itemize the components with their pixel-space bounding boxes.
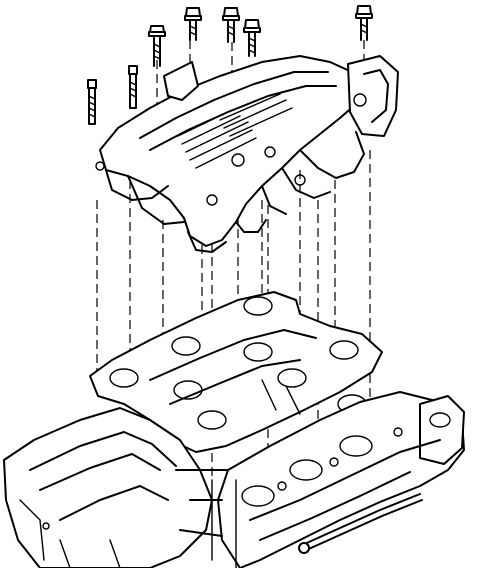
bolt	[87, 79, 97, 125]
bolt	[222, 7, 240, 43]
bolt	[148, 25, 166, 67]
bolt	[355, 5, 373, 41]
lower-intake-gasket	[89, 291, 383, 453]
bolt	[243, 19, 261, 57]
bolt	[184, 7, 202, 41]
cylinder-heads-and-block	[3, 391, 465, 568]
bolt	[128, 65, 138, 109]
upper-intake-manifold	[95, 55, 399, 253]
